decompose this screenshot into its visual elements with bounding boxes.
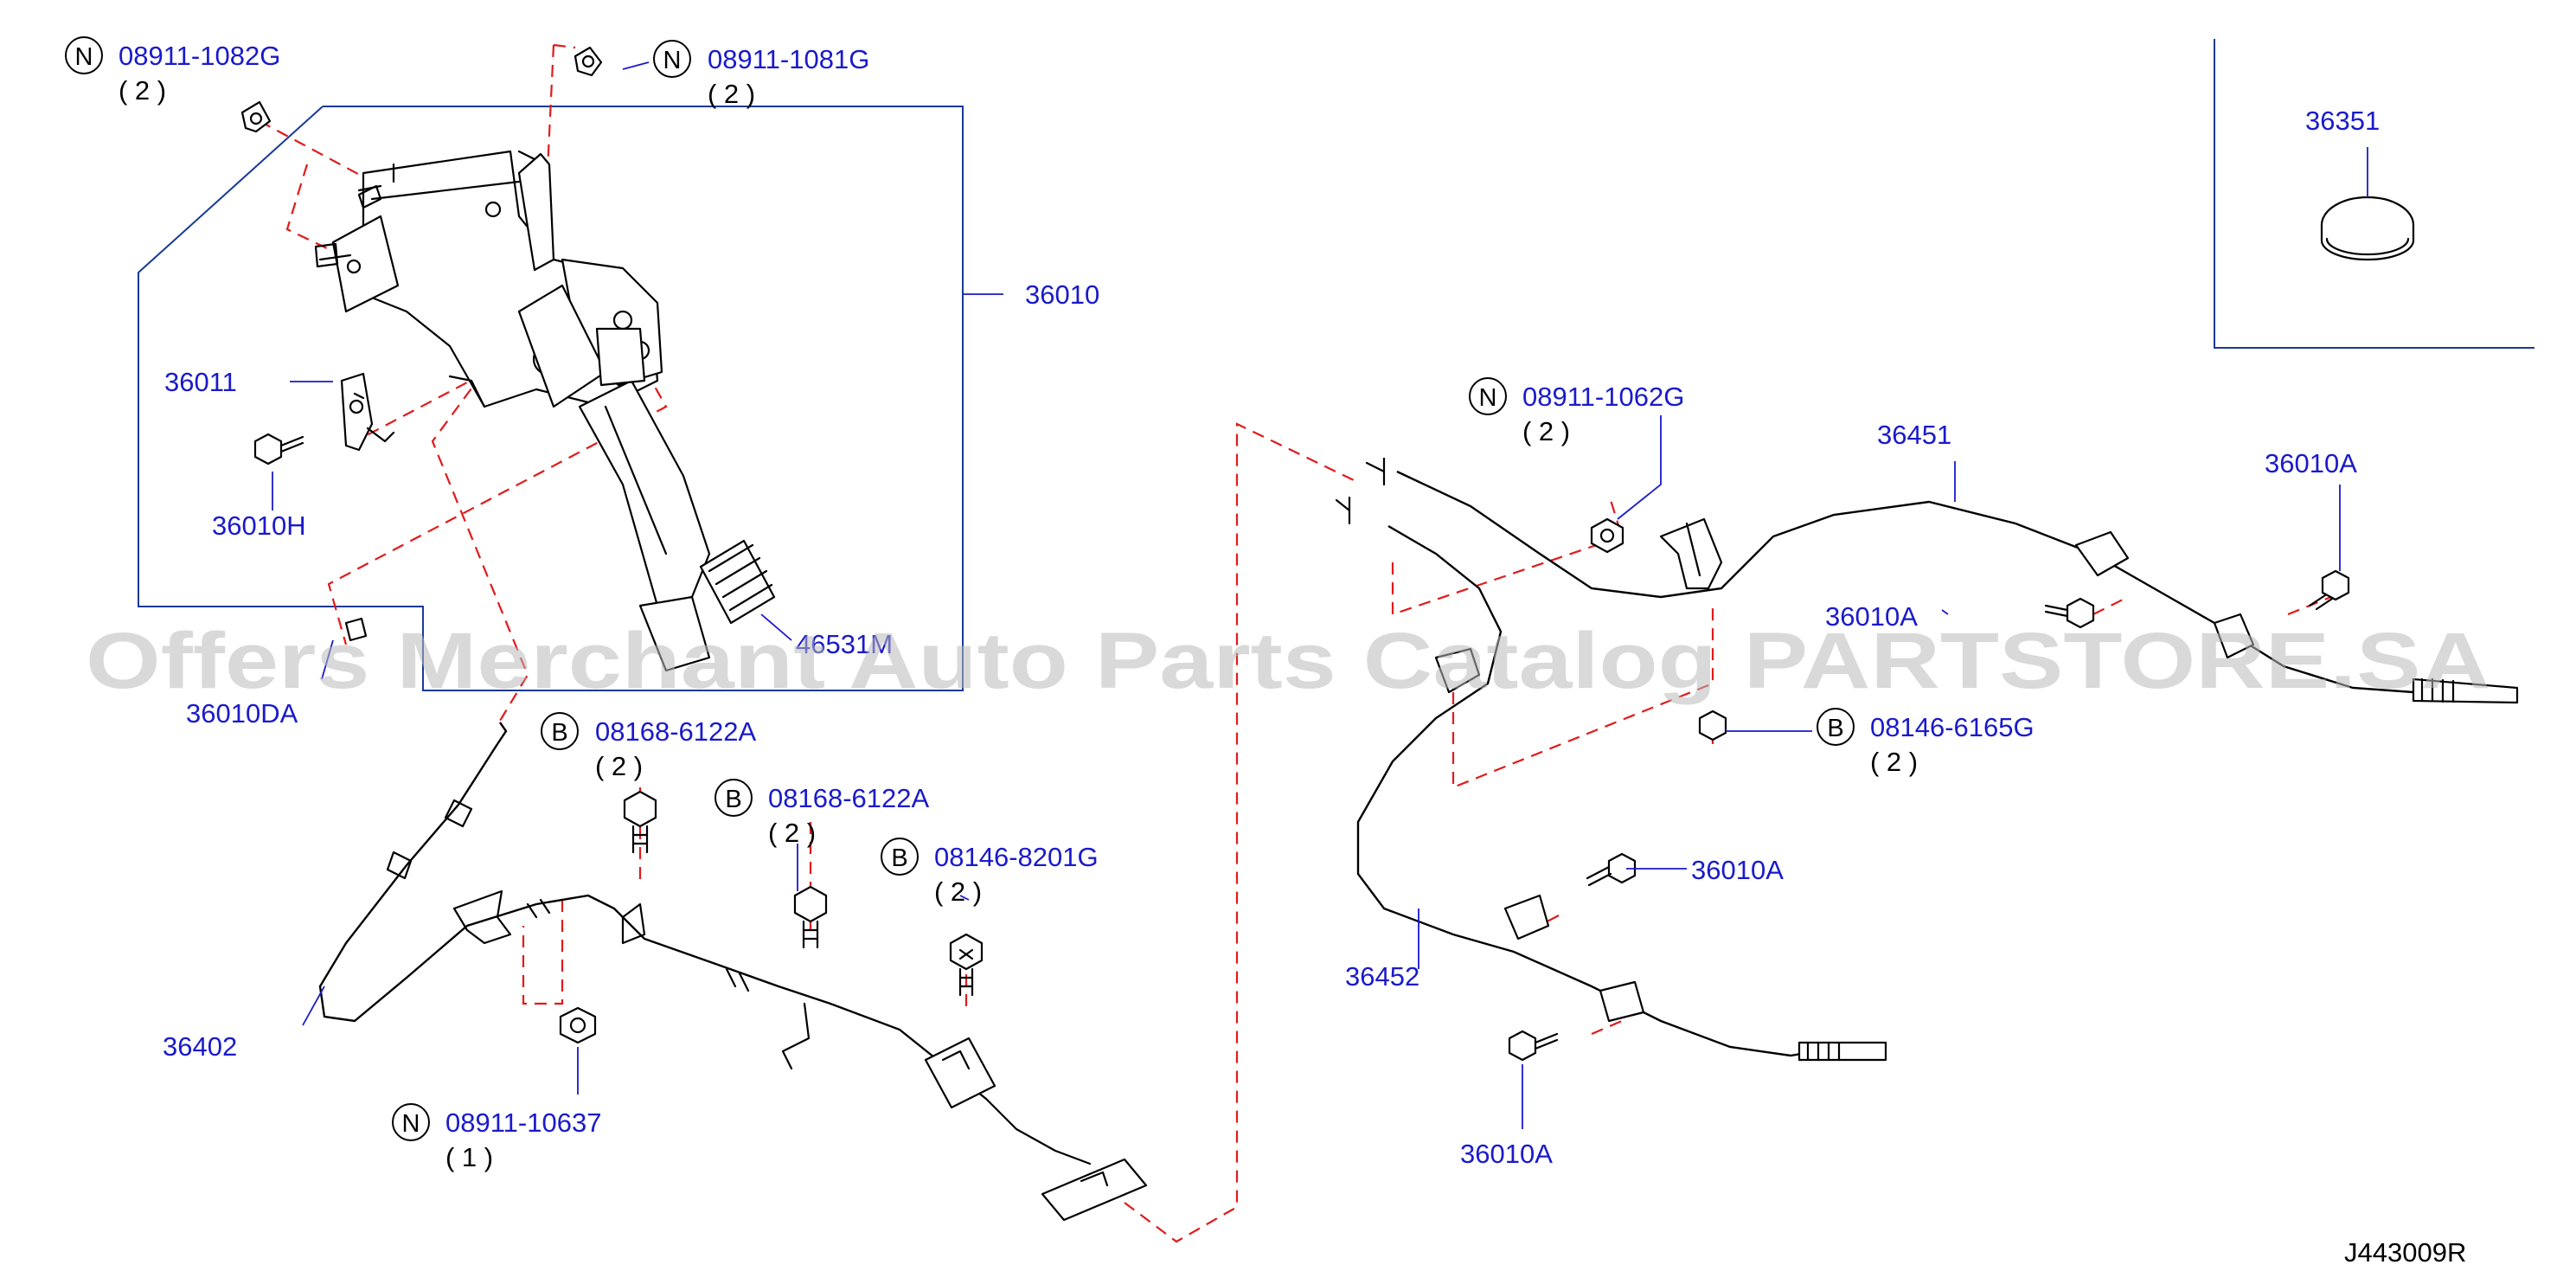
front-cable-assembly[interactable] (318, 722, 1148, 1222)
part-number-label[interactable]: 08146-8201G (934, 842, 1099, 872)
rear-bolt-lower[interactable] (1698, 709, 1727, 742)
bolt-marker-icon: B (541, 712, 579, 750)
rear-cable-lh[interactable] (1335, 496, 1887, 1062)
part-number-label[interactable]: 36010A (1691, 855, 1784, 885)
pedal-nut-small[interactable] (344, 617, 368, 642)
rear-bolt-right-lower[interactable] (1586, 852, 1637, 887)
callout-markers: N N B B B N N B (65, 36, 1855, 1141)
nut-marker-icon: N (653, 40, 691, 78)
part-number-label[interactable]: 08146-6165G (1870, 712, 2035, 742)
svg-text:N: N (663, 47, 682, 74)
part-number-label[interactable]: 08911-1081G (708, 44, 869, 74)
nut-marker-icon: N (392, 1103, 430, 1141)
diagram-reference-code: J443009R (2344, 1237, 2466, 1268)
quantity-label: ( 2 ) (768, 818, 816, 848)
parking-brake-pedal-assembly[interactable] (314, 150, 711, 672)
rear-bolt-bottom[interactable] (1508, 1030, 1559, 1062)
pedal-pad[interactable] (699, 539, 776, 625)
front-cable-nut[interactable] (559, 1006, 597, 1044)
svg-text:N: N (1479, 384, 1497, 412)
pedal-mount-nut[interactable] (240, 100, 272, 133)
rear-cable-rh[interactable] (1365, 457, 2519, 704)
part-number-label[interactable]: 08168-6122A (595, 716, 756, 747)
quantity-label: ( 1 ) (445, 1142, 493, 1172)
quantity-label: ( 2 ) (934, 876, 982, 907)
part-number-label[interactable]: 36351 (2305, 106, 2380, 136)
rear-cable-nut[interactable] (1590, 517, 1624, 554)
pedal-bracket[interactable] (340, 372, 395, 452)
part-labels: 08911-1082G ( 2 ) 08911-1081G ( 2 ) 3601… (119, 41, 2466, 1268)
plug-inset-frame (2214, 39, 2534, 349)
bolt-marker-icon: B (881, 838, 919, 876)
part-number-label[interactable]: 36011 (164, 367, 237, 397)
svg-text:N: N (402, 1110, 420, 1138)
part-number-label[interactable]: 36451 (1877, 420, 1951, 450)
bolt-marker-icon: B (714, 779, 753, 817)
front-cable-bolt-2[interactable] (793, 885, 828, 949)
svg-text:N: N (75, 43, 93, 71)
part-number-label[interactable]: 08911-10637 (445, 1107, 601, 1138)
pedal-bolt[interactable] (253, 433, 304, 465)
part-number-label[interactable]: 36010A (2265, 448, 2357, 478)
part-number-label[interactable]: 08911-1082G (119, 41, 280, 71)
svg-text:B: B (1827, 715, 1843, 742)
pedal-top-nut[interactable] (574, 46, 603, 77)
rear-bolt-top-right[interactable] (2308, 569, 2350, 611)
quantity-label: ( 2 ) (1522, 416, 1570, 446)
part-number-label[interactable]: 36402 (163, 1031, 237, 1062)
part-number-label[interactable]: 08168-6122A (768, 783, 929, 813)
part-number-label[interactable]: 36010A (1460, 1139, 1553, 1169)
plug-36351[interactable] (2320, 196, 2415, 261)
part-number-label[interactable]: 36010DA (186, 698, 298, 729)
svg-text:B: B (725, 786, 741, 813)
part-number-label[interactable]: 36452 (1345, 961, 1419, 992)
part-number-label[interactable]: 36010A (1825, 601, 1918, 632)
svg-text:B: B (551, 719, 567, 747)
front-cable-bolt-3[interactable] (949, 933, 984, 997)
watermark-text: Offers Merchant Auto Parts Catalog PARTS… (86, 617, 2490, 705)
nut-marker-icon: N (1469, 377, 1507, 415)
rear-bolt-mid[interactable] (2044, 597, 2095, 629)
part-number-label[interactable]: 46531M (796, 629, 893, 659)
part-number-label[interactable]: 08911-1062G (1522, 382, 1684, 412)
svg-text:B: B (891, 844, 907, 872)
quantity-label: ( 2 ) (1870, 747, 1918, 777)
leader-lines (272, 61, 2368, 1129)
nut-marker-icon: N (65, 36, 103, 74)
quantity-label: ( 2 ) (119, 75, 166, 106)
bolt-marker-icon: B (1817, 708, 1855, 746)
part-number-label[interactable]: 36010H (212, 510, 306, 541)
quantity-label: ( 2 ) (708, 79, 755, 109)
pedal-assembly-frame (138, 106, 964, 691)
quantity-label: ( 2 ) (595, 751, 643, 781)
part-number-label[interactable]: 36010 (1025, 279, 1099, 310)
front-cable-bolt-1[interactable] (623, 790, 657, 854)
